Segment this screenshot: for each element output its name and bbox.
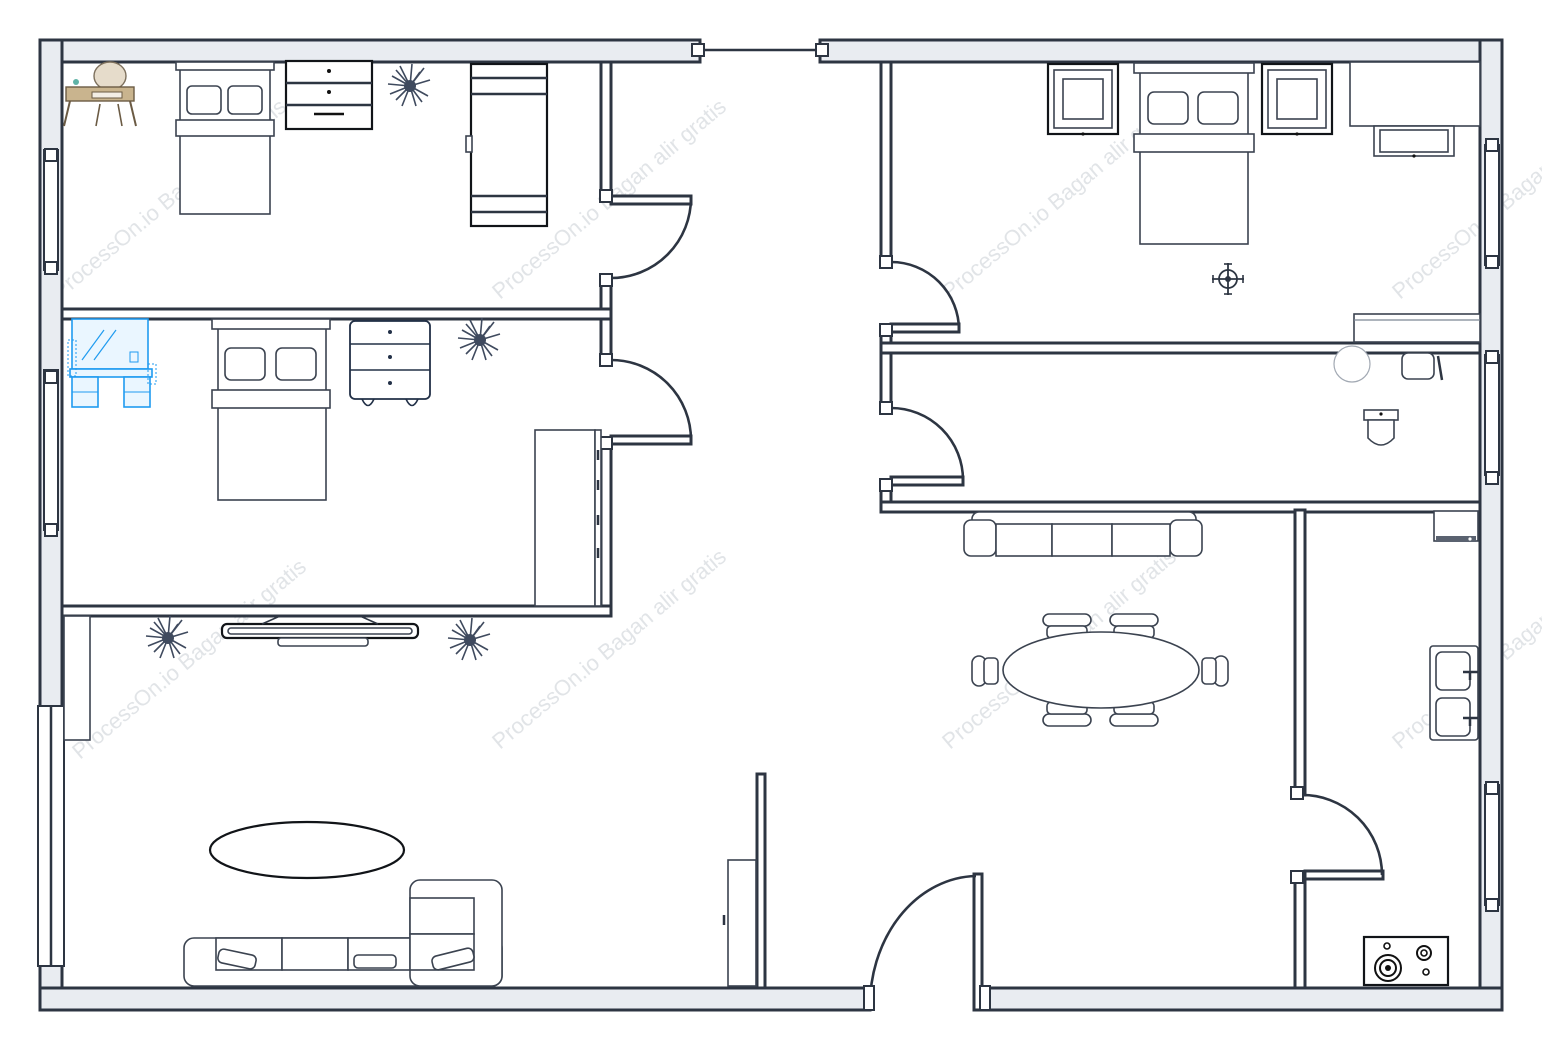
dresser[interactable] — [284, 59, 374, 131]
bookshelf[interactable] — [63, 615, 91, 741]
desk[interactable] — [1349, 61, 1481, 158]
top-opening — [691, 43, 829, 57]
room-living — [63, 615, 757, 987]
stove[interactable] — [1362, 935, 1450, 987]
window-post — [1485, 350, 1499, 364]
right-windows — [1484, 138, 1500, 912]
chair[interactable] — [1401, 352, 1444, 381]
tv-console[interactable] — [220, 615, 420, 647]
wardrobe[interactable] — [534, 429, 602, 607]
vanity-table[interactable] — [63, 61, 137, 127]
left-windows — [37, 148, 65, 967]
door-bedroom-right[interactable] — [879, 255, 961, 337]
doors — [599, 189, 1385, 1012]
vanity-desk-selected[interactable] — [67, 318, 157, 408]
double-bed[interactable] — [211, 318, 331, 501]
door-kitchen[interactable] — [1290, 786, 1385, 884]
round-table[interactable] — [1333, 345, 1371, 383]
toilet[interactable] — [1363, 409, 1399, 446]
window-post — [1485, 471, 1499, 485]
nightstand[interactable] — [1046, 62, 1120, 136]
window-post — [815, 43, 829, 57]
sofa[interactable] — [963, 511, 1203, 557]
room-kitchen — [1362, 510, 1479, 987]
door-bathroom[interactable] — [879, 401, 965, 492]
double-bed[interactable] — [1133, 62, 1255, 245]
window-post — [44, 523, 58, 537]
double-bed[interactable] — [175, 61, 275, 215]
room-bedroom-middle-left — [67, 317, 602, 607]
door-main-entrance[interactable] — [863, 872, 991, 1012]
tv-unit[interactable] — [1353, 313, 1481, 343]
nightstand[interactable] — [1260, 62, 1334, 136]
nightstand-dresser[interactable] — [349, 320, 431, 407]
room-bathroom — [1333, 345, 1444, 446]
room-dining — [963, 511, 1229, 727]
double-sink[interactable] — [1429, 645, 1479, 741]
window-post — [44, 148, 58, 162]
oval-dining-table[interactable] — [971, 613, 1229, 727]
window-post — [1485, 255, 1499, 269]
room-bedroom-top-right — [1046, 61, 1481, 343]
potted-plant[interactable] — [387, 63, 431, 107]
room-bedroom-top-left — [63, 59, 549, 228]
potted-plant[interactable] — [457, 317, 501, 361]
window-post — [691, 43, 705, 57]
oval-rug[interactable] — [208, 820, 406, 880]
door-bedroom-top-left[interactable] — [599, 189, 693, 287]
window-post — [44, 370, 58, 384]
potted-plant[interactable] — [447, 617, 491, 661]
window-post — [44, 261, 58, 275]
l-shaped-sofa[interactable] — [183, 879, 503, 987]
watermark-text: ProcessOn.io Bagan alir gratis — [67, 554, 311, 764]
ceiling-fan[interactable] — [1212, 263, 1244, 295]
window-post — [1485, 898, 1499, 912]
wardrobe[interactable] — [465, 62, 549, 228]
window-post — [1485, 781, 1499, 795]
window-post — [1485, 138, 1499, 152]
storage-cabinet[interactable] — [722, 859, 757, 987]
microwave[interactable] — [1433, 510, 1479, 542]
door-bedroom-middle-left[interactable] — [599, 353, 693, 450]
